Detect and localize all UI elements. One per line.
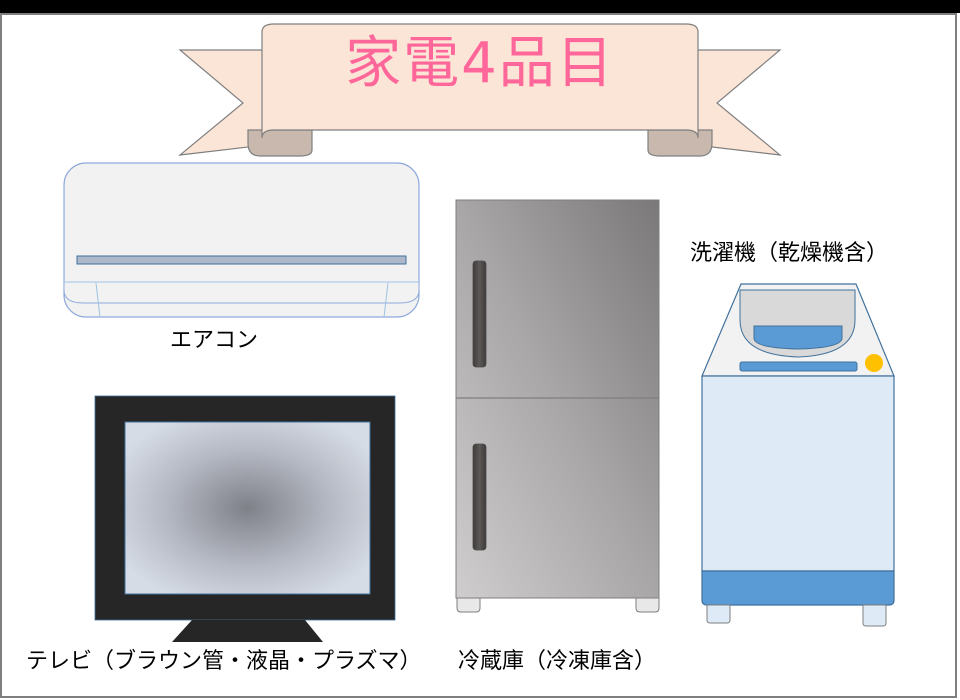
television-label: テレビ（ブラウン管・液晶・プラズマ） [26, 649, 422, 674]
air-conditioner-label: エアコン [170, 328, 259, 353]
top-bar [0, 0, 960, 13]
page-title: 家電4品目 [345, 31, 615, 96]
washing-machine-label: 洗濯機（乾燥機含） [690, 241, 889, 266]
refrigerator-icon [455, 199, 660, 613]
ribbon-banner [178, 23, 782, 157]
washing-machine-icon [701, 283, 895, 627]
air-conditioner-icon [63, 162, 420, 318]
refrigerator-label: 冷蔵庫（冷凍庫含） [458, 649, 657, 674]
television-icon [94, 395, 396, 642]
